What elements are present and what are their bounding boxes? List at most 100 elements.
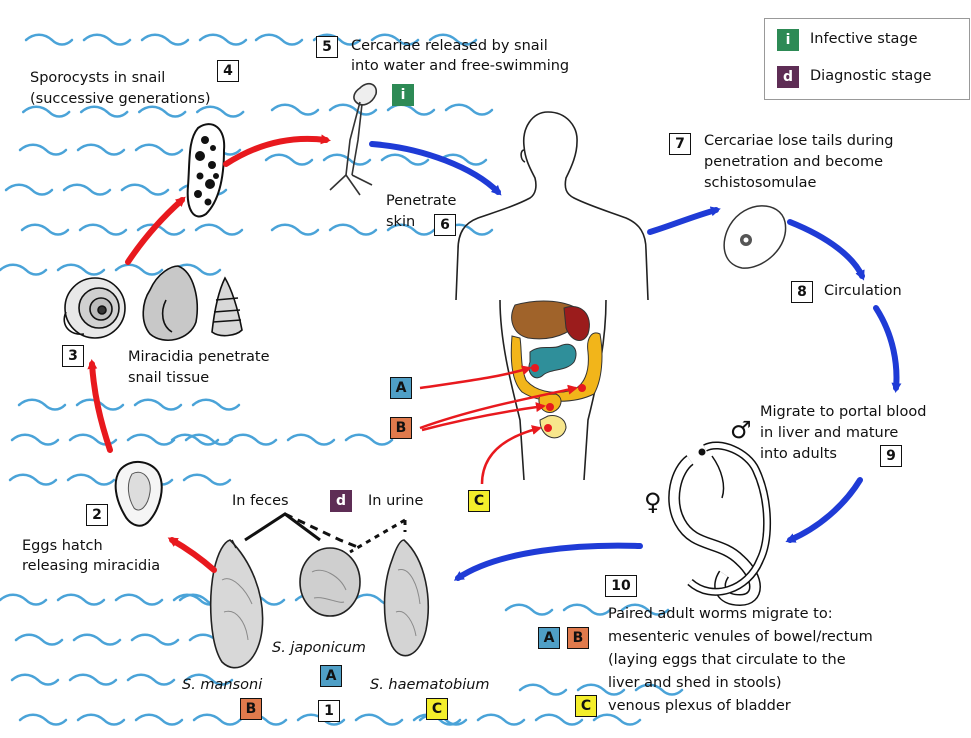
water-wave [594,715,640,725]
water-wave [506,605,552,615]
water-wave [12,435,58,445]
water-wave [478,715,524,725]
sporocyst-illustration [188,124,224,216]
step4-text-line1: Sporocysts in snail [30,70,165,87]
step10-text-line4: liver and shed in stools) [608,675,782,692]
miracidium-illustration [116,462,162,526]
water-wave [116,265,162,275]
diagnostic-stage-mark: d [330,490,352,512]
tag-A-eggs: A [320,665,342,687]
step7-text-line3: schistosomulae [704,175,816,192]
water-wave [19,400,65,410]
step3-number: 3 [62,345,84,367]
tag-B-eggs: B [240,698,262,720]
step9-number: 9 [880,445,902,467]
water-wave [12,675,58,685]
water-wave [136,715,182,725]
step10-text-line5: venous plexus of bladder [608,698,791,715]
water-wave [122,185,168,195]
water-wave [520,685,566,695]
step10-text-line1: Paired adult worms migrate to: [608,606,833,623]
water-wave [74,635,120,645]
step10-text-line2: mesenteric venules of bowel/rectum [608,629,873,646]
tag-B-organs: B [390,417,412,439]
tag-C-eggs: C [426,698,448,720]
arrow-step9-to-10 [790,480,860,540]
water-wave [128,435,174,445]
water-wave [58,265,104,275]
cercaria-illustration [330,84,376,195]
water-wave [84,35,130,45]
water-wave [116,595,162,605]
arrow-step8-to-9 [876,308,896,388]
water-wave [20,145,66,155]
step2-number: 2 [86,504,108,526]
step6-number: 6 [434,214,456,236]
water-wave [564,605,610,615]
water-wave [330,225,376,235]
step8-number: 8 [791,281,813,303]
step9-text-line1: Migrate to portal blood [760,404,926,421]
water-wave [23,107,69,117]
arrow-step7-to-8 [790,222,862,276]
legend-infective-mark: i [777,29,799,51]
in-feces-label: In feces [232,493,289,510]
tag-A-organs: A [390,377,412,399]
water-wave [139,107,185,117]
egg-label-mansoni: S. mansoni [182,677,262,694]
step3-text-line1: Miracidia penetrate [128,349,270,366]
step3-text-line2: snail tissue [128,370,209,387]
female-symbol: ♀ [644,490,662,514]
water-wave [446,105,492,115]
step10-text-line3: (laying eggs that circulate to the [608,652,846,669]
step5-text-line1: Cercariae released by snail [351,38,548,55]
water-wave [58,595,104,605]
water-wave [0,265,46,275]
step6-text-line2: skin [386,214,415,231]
water-wave [272,105,318,115]
arrow-step1-to-2 [172,540,214,570]
step7-text-line2: penetration and become [704,154,883,171]
step2-text-line1: Eggs hatch [22,538,103,555]
in-urine-label: In urine [368,493,423,510]
infective-stage-mark: i [392,84,414,106]
legend-infective-label: Infective stage [810,31,918,48]
water-wave [138,225,184,235]
water-wave [128,675,174,685]
water-wave [78,715,124,725]
water-wave [330,105,376,115]
step4-text-line2: (successive generations) [30,91,211,108]
step5-number: 5 [316,36,338,58]
water-wave [200,35,246,45]
step9-text-line3: into adults [760,446,837,463]
tag-C-step10: C [575,695,597,717]
water-wave [136,145,182,155]
arrow-step3-to-4 [128,200,182,262]
snail-illustrations [64,266,242,340]
water-wave [142,35,188,45]
water-wave [356,715,402,725]
water-wave [266,155,312,165]
water-wave [10,475,56,485]
water-wave [196,225,242,235]
step6-text-line1: Penetrate [386,193,456,210]
water-wave [68,475,114,485]
water-wave [26,35,72,45]
legend-diagnostic-mark: d [777,66,799,88]
step4-number: 4 [217,60,239,82]
step2-text-line2: releasing miracidia [22,558,160,575]
arrow-step10-to-1 [458,546,640,578]
step7-number: 7 [669,133,691,155]
step5-text-line2: into water and free-swimming [351,58,569,75]
water-wave [230,435,276,445]
water-wave [194,715,240,725]
schistosomulum-illustration [724,206,785,268]
legend-diagnostic-label: Diagnostic stage [810,68,931,85]
water-wave [135,400,181,410]
water-waves [0,35,682,725]
tag-A-step10: A [538,627,560,649]
egg-source-lines [245,514,405,552]
arrow-step6-to-7 [650,210,716,232]
water-wave [78,145,124,155]
